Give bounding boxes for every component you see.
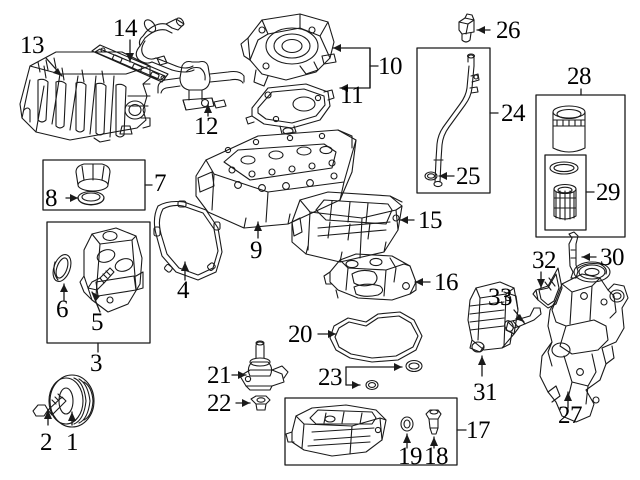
arrow-16 bbox=[415, 278, 423, 286]
oil-pan-gasket-ring bbox=[329, 311, 423, 363]
o-ring-small bbox=[365, 379, 379, 391]
callout-label-22: 22 bbox=[207, 390, 232, 417]
arrow-2 bbox=[44, 410, 52, 419]
arrow-25 bbox=[439, 172, 447, 180]
callout-label-24: 24 bbox=[501, 100, 526, 127]
cylinder-head-cover-body bbox=[195, 129, 357, 229]
arrow-5 bbox=[92, 292, 100, 301]
oil-baffle-plate bbox=[323, 253, 417, 301]
crankshaft-pulley-body bbox=[48, 374, 95, 428]
callout-label-25: 25 bbox=[456, 163, 481, 190]
arrow-22 bbox=[242, 399, 250, 407]
intake-manifold-body bbox=[19, 51, 151, 143]
arrow-8 bbox=[70, 194, 78, 202]
oil-level-plug-body bbox=[458, 13, 475, 43]
arrow-9 bbox=[254, 222, 262, 231]
arrow-20 bbox=[328, 330, 336, 338]
callout-label-5: 5 bbox=[91, 309, 104, 336]
oil-filler-cap bbox=[75, 163, 111, 192]
callout-label-6: 6 bbox=[56, 296, 69, 323]
timing-cover bbox=[79, 227, 144, 313]
callout-label-33: 33 bbox=[488, 284, 513, 311]
arrow-11 bbox=[340, 84, 348, 92]
arrow-12 bbox=[204, 104, 212, 113]
pcv-hose bbox=[135, 17, 195, 73]
arrow-21 bbox=[238, 371, 246, 379]
arrow-4 bbox=[181, 262, 189, 271]
sensor-nut-body bbox=[250, 395, 271, 411]
oil-pump-gasket-plate bbox=[532, 267, 563, 309]
callout-bracket-10-11 bbox=[332, 47, 379, 89]
o-ring-large bbox=[405, 359, 423, 373]
arrow-15 bbox=[400, 216, 408, 224]
leader-5 bbox=[91, 291, 101, 313]
crankshaft-seal-ring bbox=[52, 254, 72, 282]
arrow-32 bbox=[537, 279, 545, 288]
callout-label-32: 32 bbox=[532, 247, 557, 274]
oil-filter-element-oring bbox=[549, 161, 579, 175]
lower-oil-pan-body bbox=[285, 404, 387, 457]
callout-label-13: 13 bbox=[20, 32, 45, 59]
callout-label-11: 11 bbox=[340, 82, 364, 109]
callout-label-9: 9 bbox=[250, 237, 263, 264]
oil-filter-canister bbox=[552, 105, 586, 153]
arrow-31 bbox=[478, 356, 486, 365]
arrow-10 bbox=[333, 44, 341, 52]
callout-label-3: 3 bbox=[90, 350, 103, 377]
callout-label-23: 23 bbox=[318, 364, 343, 391]
oil-level-sensor-body bbox=[239, 340, 289, 391]
callout-label-31: 31 bbox=[473, 379, 498, 406]
callout-label-26: 26 bbox=[496, 17, 521, 44]
arrow-18 bbox=[430, 437, 438, 446]
arrow-30 bbox=[582, 253, 590, 261]
callout-label-4: 4 bbox=[177, 277, 190, 304]
arrow-19 bbox=[403, 434, 411, 443]
arrow-33 bbox=[515, 314, 524, 322]
callout-label-15: 15 bbox=[418, 207, 443, 234]
arrow-13 bbox=[53, 68, 62, 76]
drain-plug-body bbox=[425, 409, 442, 435]
callout-label-17: 17 bbox=[466, 417, 491, 444]
arrow-14 bbox=[126, 53, 134, 62]
oil-pump-body bbox=[539, 261, 629, 423]
callout-label-28: 28 bbox=[567, 63, 592, 90]
callout-label-30: 30 bbox=[600, 244, 625, 271]
valve-cover-gasket-ring bbox=[153, 200, 223, 281]
callout-label-1: 1 bbox=[66, 429, 79, 456]
throttle-body bbox=[240, 13, 337, 87]
arrow-27 bbox=[564, 392, 572, 401]
callout-label-27: 27 bbox=[558, 402, 583, 429]
callout-label-10: 10 bbox=[378, 53, 403, 80]
arrow-6 bbox=[60, 284, 68, 292]
callout-label-29: 29 bbox=[596, 179, 621, 206]
frame-lower-oil-pan bbox=[284, 397, 458, 466]
callout-label-16: 16 bbox=[434, 269, 459, 296]
callout-label-7: 7 bbox=[154, 170, 167, 197]
arrow-26 bbox=[477, 26, 485, 34]
drain-plug-washer bbox=[400, 416, 414, 432]
frame-dipstick bbox=[416, 47, 491, 194]
callout-label-21: 21 bbox=[207, 362, 232, 389]
callout-label-14: 14 bbox=[113, 15, 138, 42]
intake-manifold-gasket bbox=[91, 44, 169, 83]
timing-cover-bolt bbox=[87, 267, 115, 291]
callout-label-20: 20 bbox=[288, 321, 313, 348]
arrow-1 bbox=[68, 412, 76, 421]
oil-cooler-body bbox=[467, 281, 519, 353]
pcv-valve bbox=[157, 60, 245, 111]
callout-label-2: 2 bbox=[40, 429, 53, 456]
arrow-23a bbox=[394, 363, 402, 371]
oil-filter-element bbox=[553, 183, 577, 221]
callout-label-19: 19 bbox=[398, 443, 423, 470]
callout-label-8: 8 bbox=[45, 185, 58, 212]
callout-label-12: 12 bbox=[194, 113, 219, 140]
dipstick-tube-oring bbox=[424, 171, 438, 181]
dipstick-tube bbox=[433, 53, 480, 188]
arrow-23b bbox=[352, 381, 360, 389]
upper-oil-pan-body bbox=[291, 191, 403, 263]
throttle-body-gasket-plate bbox=[245, 83, 335, 135]
callout-label-18: 18 bbox=[424, 443, 449, 470]
